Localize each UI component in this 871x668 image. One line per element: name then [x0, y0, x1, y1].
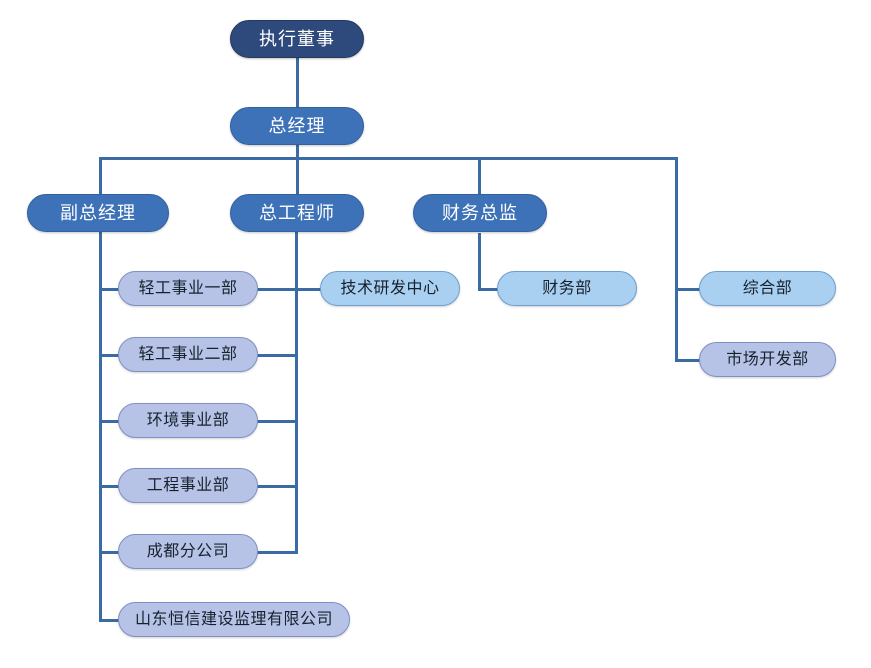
node-label: 技术研发中心 — [340, 279, 440, 297]
node-label: 轻工事业二部 — [138, 345, 238, 363]
node-label: 综合部 — [742, 279, 793, 297]
node-label: 总经理 — [268, 116, 326, 136]
node-general-manager[interactable]: 总经理 — [230, 107, 364, 145]
connector-finance-director-down — [478, 233, 481, 291]
connector-stub-right-chengdu — [257, 551, 297, 554]
node-label: 环境事业部 — [146, 411, 230, 429]
connector-exec-to-gm — [296, 56, 299, 108]
node-label: 工程事业部 — [146, 476, 230, 494]
connector-stub-general-affairs — [675, 288, 701, 291]
connector-stub-engineering — [99, 485, 120, 488]
node-label: 成都分公司 — [146, 542, 230, 560]
node-finance-director[interactable]: 财务总监 — [413, 194, 547, 232]
connector-stub-light-industry-2 — [99, 354, 120, 357]
node-label: 财务部 — [542, 279, 592, 297]
connector-stub-right-engineering — [257, 485, 297, 488]
node-light-industry-division-1[interactable]: 轻工事业一部 — [118, 271, 258, 306]
connector-deputy-gm-spine — [99, 197, 102, 621]
node-label: 市场开发部 — [726, 350, 809, 368]
connector-gm-down — [296, 144, 299, 160]
connector-stub-chengdu — [99, 551, 120, 554]
connector-stub-right-light-industry-1 — [257, 288, 297, 291]
connector-stub-shandong-hengxin — [99, 619, 120, 622]
connector-bus-to-chief-engineer — [296, 157, 299, 197]
node-market-development-department[interactable]: 市场开发部 — [699, 342, 836, 377]
connector-stub-tech-rd-center — [295, 288, 321, 291]
node-shandong-hengxin-supervision[interactable]: 山东恒信建设监理有限公司 — [118, 602, 350, 637]
node-environment-division[interactable]: 环境事业部 — [118, 403, 258, 438]
connector-stub-right-environment — [257, 420, 297, 423]
connector-bus-to-deputy-gm — [99, 157, 102, 197]
connector-stub-finance-dept — [478, 288, 504, 291]
node-label: 副总经理 — [60, 203, 136, 223]
connector-stub-light-industry-1 — [99, 288, 120, 291]
connector-stub-market-development — [675, 359, 701, 362]
connector-bus-to-finance-director — [478, 157, 481, 197]
node-chengdu-branch[interactable]: 成都分公司 — [118, 534, 258, 569]
node-label: 山东恒信建设监理有限公司 — [134, 610, 333, 628]
node-tech-rd-center[interactable]: 技术研发中心 — [320, 271, 460, 306]
node-executive-director[interactable]: 执行董事 — [230, 20, 364, 58]
node-general-affairs-department[interactable]: 综合部 — [699, 271, 836, 306]
node-chief-engineer[interactable]: 总工程师 — [230, 194, 364, 232]
node-light-industry-division-2[interactable]: 轻工事业二部 — [118, 337, 258, 372]
node-label: 总工程师 — [259, 203, 335, 223]
node-finance-department[interactable]: 财务部 — [497, 271, 637, 306]
connector-stub-environment — [99, 420, 120, 423]
node-label: 执行董事 — [259, 29, 335, 49]
node-label: 轻工事业一部 — [138, 279, 238, 297]
connector-main-bus — [99, 157, 678, 160]
node-deputy-general-manager[interactable]: 副总经理 — [27, 194, 169, 232]
connector-right-spine — [675, 157, 678, 362]
node-label: 财务总监 — [442, 203, 518, 223]
connector-chief-engineer-spine — [295, 197, 298, 554]
connector-stub-right-light-industry-2 — [257, 354, 297, 357]
node-engineering-division[interactable]: 工程事业部 — [118, 468, 258, 503]
